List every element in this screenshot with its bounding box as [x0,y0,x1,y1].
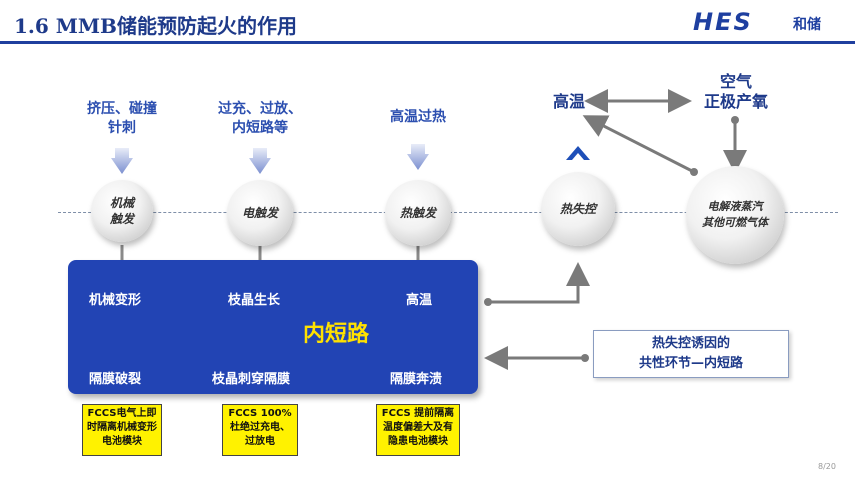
circle-thermal-runaway: 热失控 [541,172,615,246]
circle-electrical-trigger: 电触发 [227,180,293,246]
trigger-label-electrical: 过充、过放、 内短路等 [218,101,302,136]
trigger-label-mechanical: 挤压、碰撞 针刺 [87,101,157,136]
page-number: 8/20 [818,462,836,471]
box-top-thermal: 高温 [406,293,433,308]
circle-thermal-trigger: 热触发 [385,180,451,246]
internal-short-circuit-box [68,260,478,394]
box-bottom-mechanical: 隔膜破裂 [89,372,142,387]
note-mechanical: FCCS电气上即时隔离机械变形电池模块 [82,404,162,456]
logo-text: 和储 [793,17,821,33]
box-top-mechanical: 机械变形 [89,293,142,308]
note-electrical: FCCS 100%杜绝过充电、过放电 [222,404,298,456]
center-label: 内短路 [303,322,370,347]
arrow-gas-to-hightemp [582,115,695,174]
header-divider [0,41,855,44]
page-title: 1.6 MMB储能预防起火的作用 [14,14,297,38]
down-arrow-icon [249,148,271,174]
circle-flammable-gas: 电解液蒸汽其他可燃气体 [686,166,784,264]
arrow-to-thermal [488,262,590,304]
note-thermal: FCCS 提前隔离温度偏差大及有隐患电池模块 [376,404,460,456]
company-logo: HES 和储 [693,8,843,38]
box-top-electrical: 枝晶生长 [228,293,281,308]
circle-mechanical-trigger: 机械触发 [91,180,153,242]
trigger-label-thermal: 高温过热 [390,109,446,125]
high-temp-label: 高温 [553,92,586,111]
down-arrow-icon [111,148,133,174]
down-arrow-icon [407,144,429,170]
logo-mark: HES [693,8,753,36]
air-oxygen-label: 空气 正极产氧 [703,72,768,111]
box-bottom-electrical: 枝晶刺穿隔膜 [212,372,291,387]
cause-box: 热失控诱因的 共性环节—内短路 [593,330,789,378]
box-bottom-thermal: 隔膜奔溃 [390,372,443,387]
chevron-up-icon [566,146,590,160]
